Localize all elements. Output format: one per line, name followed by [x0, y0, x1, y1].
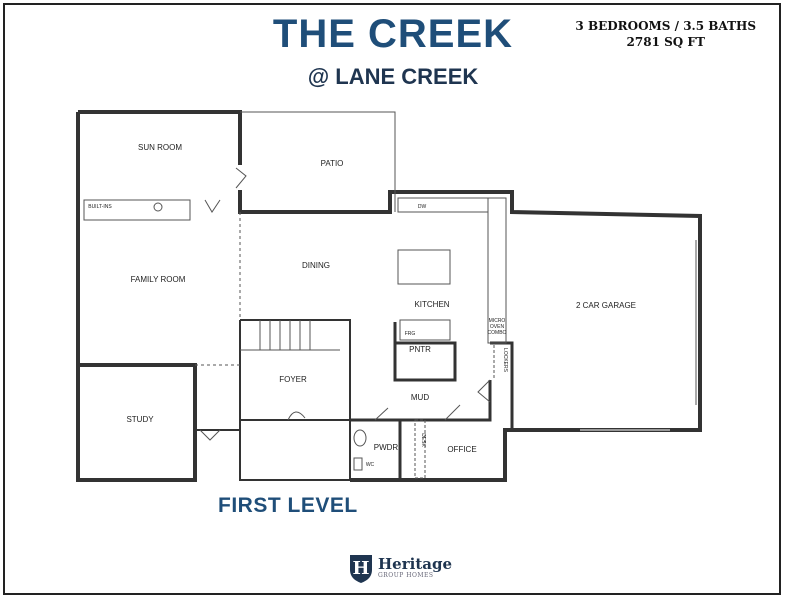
room-study: STUDY [126, 415, 154, 424]
label-dw: DW [418, 204, 427, 210]
room-family-room: FAMILY ROOM [131, 275, 186, 284]
room-foyer: FOYER [279, 375, 307, 384]
page-frame [3, 3, 781, 595]
room-powder: PWDR [374, 443, 399, 452]
room-sun-room: SUN ROOM [138, 143, 182, 152]
square-feet: 2781 SQ FT [626, 35, 705, 49]
plan-subtitle: @ LANE CREEK [307, 64, 479, 89]
shield-logo-icon: H [350, 555, 372, 583]
label-frg: FRG [405, 331, 416, 337]
room-patio: PATIO [321, 159, 344, 168]
label-oven: OVEN [490, 324, 505, 330]
label-wc: WC [366, 462, 375, 468]
room-mud: MUD [411, 393, 429, 402]
label-lockers: LOCKERS [502, 348, 508, 373]
room-pantry: PNTR [409, 345, 431, 354]
room-office: OFFICE [447, 445, 476, 454]
label-built-ins: BUILT-INS [88, 204, 112, 210]
room-dining: DINING [302, 261, 330, 270]
bed-bath: 3 BEDROOMS / 3.5 BATHS [575, 19, 756, 33]
label-micro: MICRO [489, 318, 506, 324]
svg-text:H: H [352, 558, 369, 579]
heritage-logo: H Heritage GROUP HOMES [348, 552, 452, 584]
room-kitchen: KITCHEN [414, 300, 449, 309]
room-labels: SUN ROOM PATIO BUILT-INS FAMILY ROOM DIN… [88, 143, 636, 468]
specs: 3 BEDROOMS / 3.5 BATHS 2781 SQ FT [575, 18, 756, 50]
plan-title: THE CREEK [272, 12, 514, 56]
label-desk: DESK [420, 433, 426, 447]
level-label: FIRST LEVEL [218, 494, 358, 517]
label-combo: COMBO [488, 330, 507, 336]
fixtures [83, 111, 697, 479]
walls [76, 110, 702, 482]
logo-sub: GROUP HOMES [378, 572, 434, 579]
logo-name: Heritage [378, 555, 452, 573]
room-garage: 2 CAR GARAGE [576, 301, 636, 310]
